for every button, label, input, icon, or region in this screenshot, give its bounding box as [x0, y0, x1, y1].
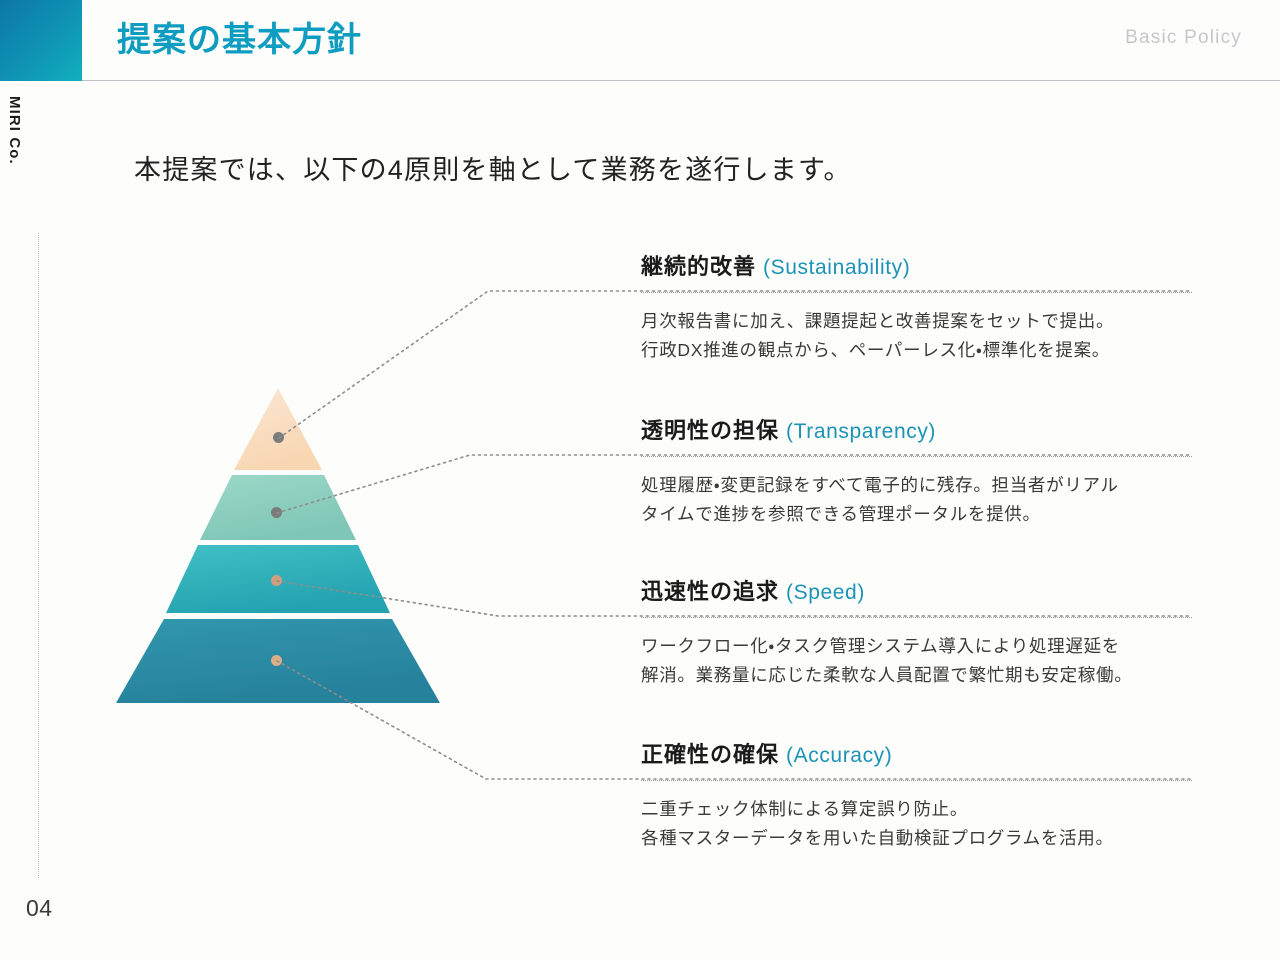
pyramid-tier-1-node [273, 432, 284, 443]
pyramid-tier-2-node [271, 507, 282, 518]
principle-body-line: 各種マスターデータを用いた自動検証プログラムを活用。 [641, 828, 1114, 848]
principle-title-en-accuracy: (Accuracy) [786, 744, 893, 767]
principle-title-ja-accuracy: 正確性の確保 [641, 742, 780, 767]
principle-body-line: ワークフロー化・タスク管理システム導入により処理遅延を [641, 636, 1120, 656]
principle-title-en-transparency: (Transparency) [786, 420, 937, 443]
pyramid-diagram [110, 385, 450, 710]
principle-body-sustainability: 月次報告書に加え、課題提起と改善提案をセットで提出。 行政DX推進の観点から、ペ… [641, 307, 1192, 365]
header-eyebrow-label: Basic Policy [1125, 27, 1242, 48]
header-divider [82, 80, 1280, 81]
principle-title-en-speed: (Speed) [786, 581, 865, 604]
slide-header: 提案の基本方針 Basic Policy [0, 0, 1280, 81]
principle-heading-sustainability: 継続的改善 (Sustainability) [641, 252, 1192, 292]
principle-divider-accuracy [641, 780, 1192, 782]
principle-title-ja-transparency: 透明性の担保 [641, 418, 780, 443]
principle-block-sustainability: 継続的改善 (Sustainability) 月次報告書に加え、課題提起と改善提案… [641, 252, 1192, 365]
principle-heading-transparency: 透明性の担保 (Transparency) [641, 416, 1192, 456]
page-number: 04 [26, 895, 53, 921]
principle-block-speed: 迅速性の追求 (Speed) ワークフロー化・タスク管理システム導入により処理遅延… [641, 577, 1192, 690]
page-title: 提案の基本方針 [117, 21, 362, 59]
pyramid-tier-4-node [271, 655, 282, 666]
left-rail-dotted-line [38, 233, 40, 878]
principle-body-transparency: 処理履歴・変更記録をすべて電子的に残存。担当者がリアル タイムで進捗を参照できる… [641, 471, 1192, 529]
principle-body-speed: ワークフロー化・タスク管理システム導入により処理遅延を 解消。業務量に応じた柔軟… [641, 632, 1192, 690]
pyramid-tier-1-shape [234, 388, 322, 470]
principle-body-line: 処理履歴・変更記録をすべて電子的に残存。担当者がリアル [641, 475, 1119, 495]
principle-body-line: 行政DX推進の観点から、ペーパーレス化・標準化を提案。 [641, 340, 1110, 360]
lead-paragraph: 本提案では、以下の4原則を軸として業務を遂行します。 [134, 155, 852, 185]
principle-block-accuracy: 正確性の確保 (Accuracy) 二重チェック体制による算定誤り防止。 各種マス… [641, 740, 1192, 853]
principle-block-transparency: 透明性の担保 (Transparency) 処理履歴・変更記録をすべて電子的に残存… [641, 416, 1192, 529]
principle-body-line: 二重チェック体制による算定誤り防止。 [641, 799, 969, 819]
principle-title-ja-sustainability: 継続的改善 [641, 254, 757, 279]
principle-divider-sustainability [641, 292, 1192, 294]
principle-body-line: タイムで進捗を参照できる管理ポータルを提供。 [641, 504, 1041, 524]
pyramid-tier-3-node [271, 575, 282, 586]
principle-heading-speed: 迅速性の追求 (Speed) [641, 577, 1192, 617]
principle-body-line: 月次報告書に加え、課題提起と改善提案をセットで提出。 [641, 311, 1115, 331]
principle-heading-accuracy: 正確性の確保 (Accuracy) [641, 740, 1192, 780]
principle-body-accuracy: 二重チェック体制による算定誤り防止。 各種マスターデータを用いた自動検証プログラ… [641, 795, 1192, 853]
principle-title-en-sustainability: (Sustainability) [763, 256, 911, 279]
header-accent-block [0, 0, 82, 81]
brand-logo-text: MIRI Co. [6, 96, 23, 165]
principle-body-line: 解消。業務量に応じた柔軟な人員配置で繁忙期も安定稼働。 [641, 665, 1133, 685]
principle-divider-transparency [641, 456, 1192, 458]
principle-divider-speed [641, 617, 1192, 619]
principle-title-ja-speed: 迅速性の追求 [641, 579, 780, 604]
